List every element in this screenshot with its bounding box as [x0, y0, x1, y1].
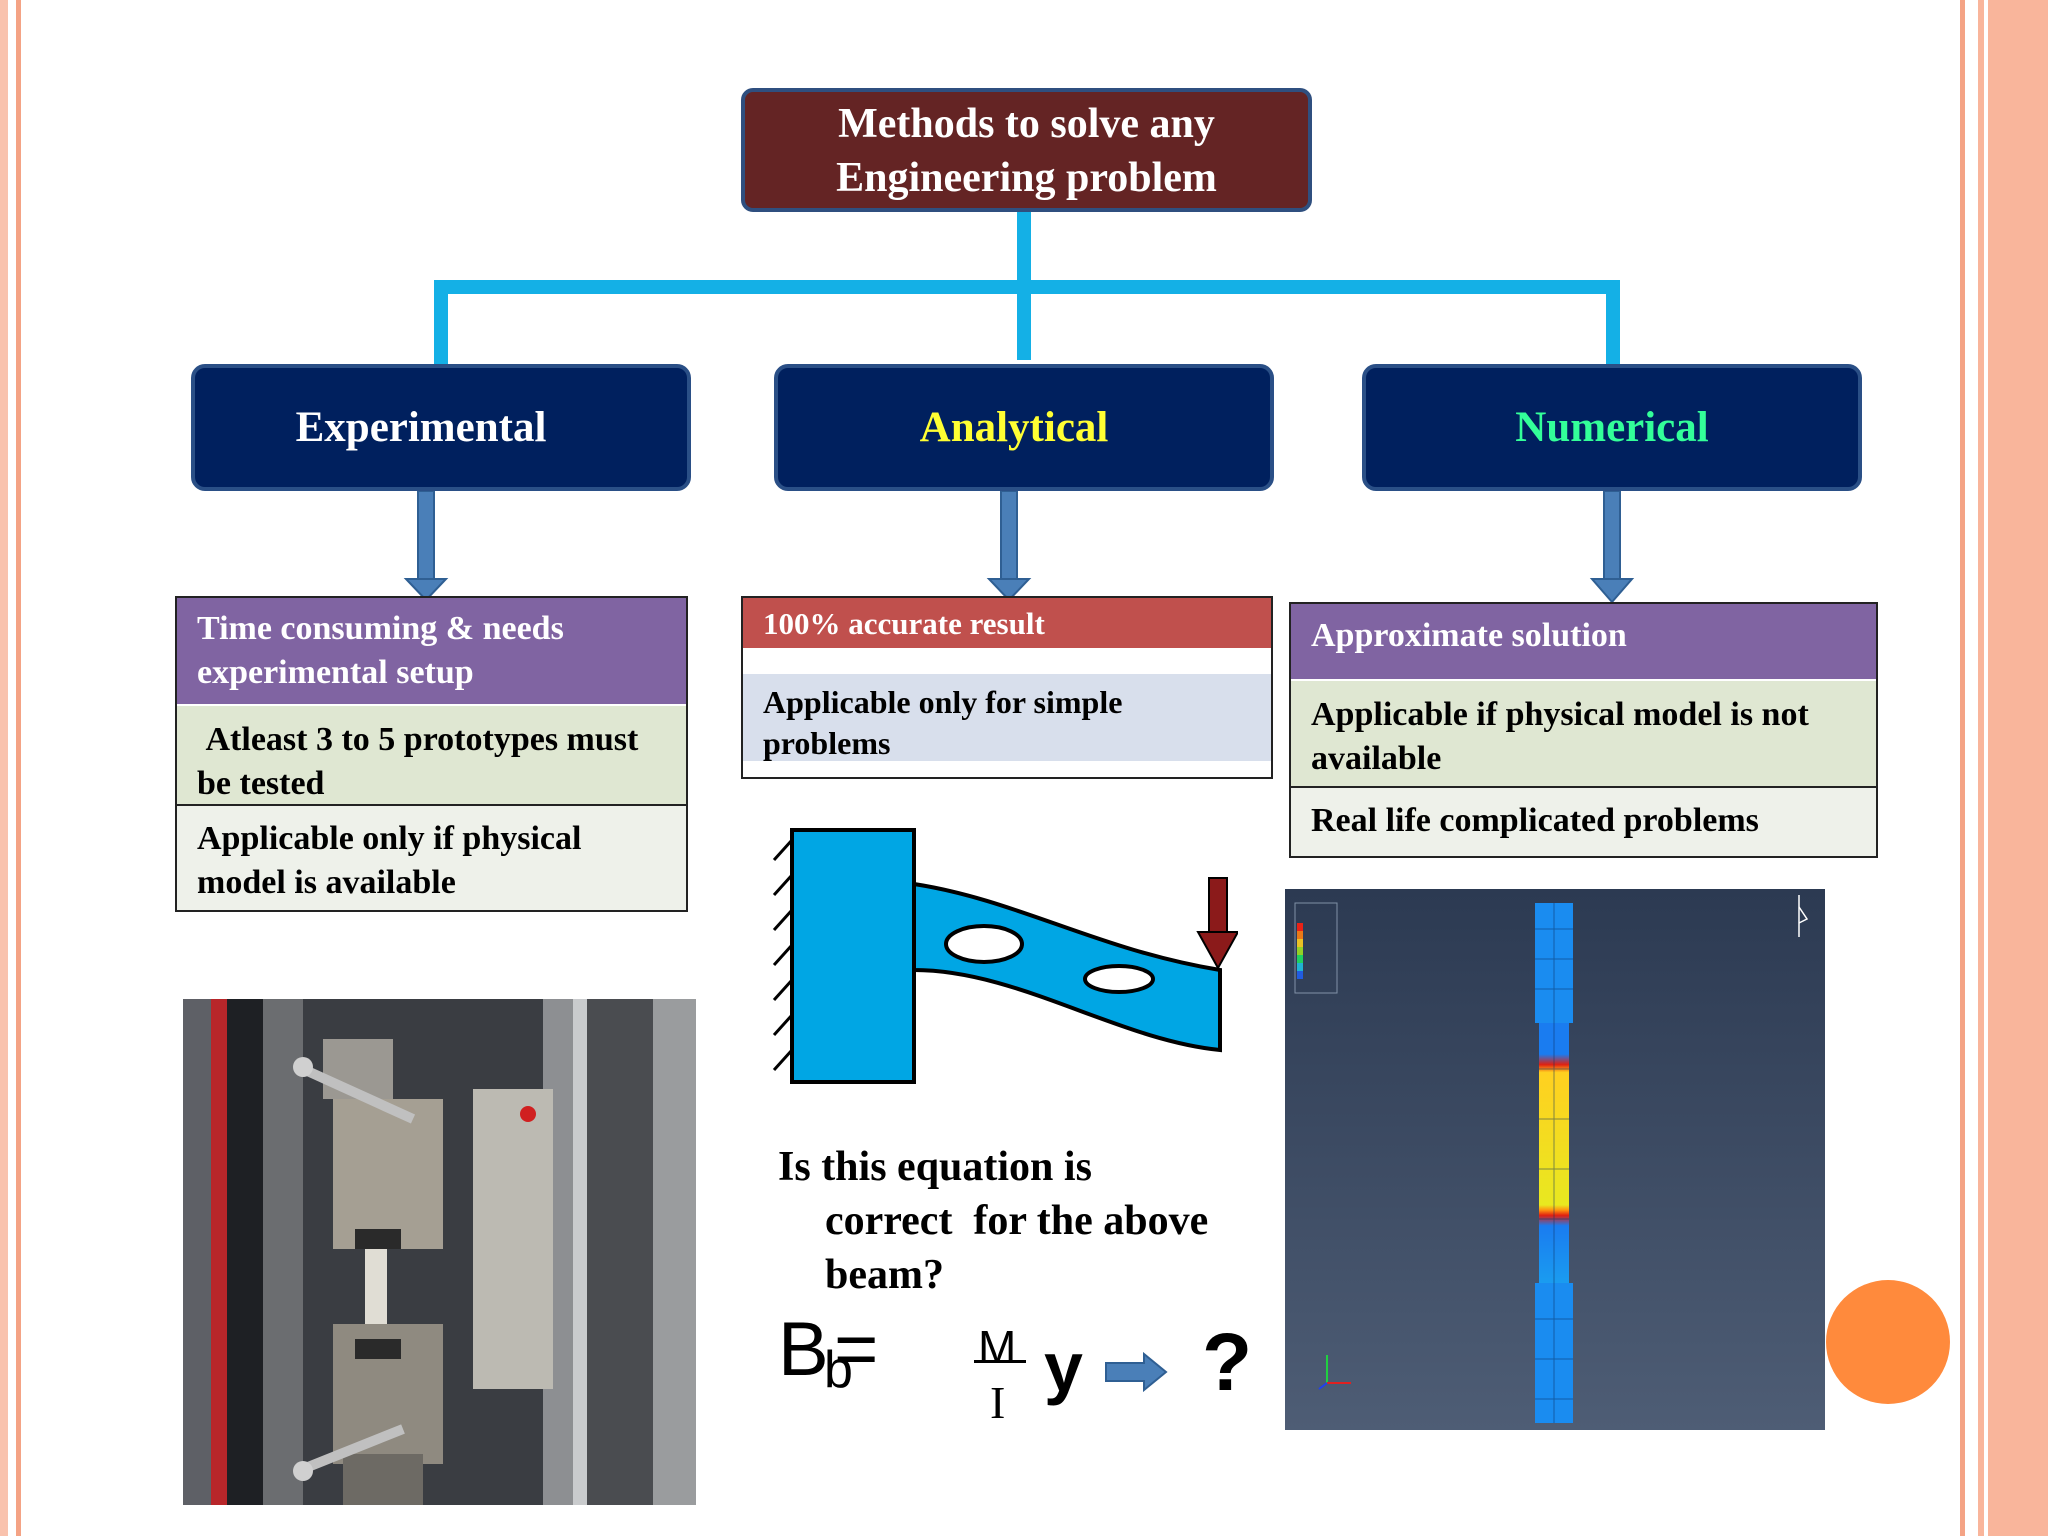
category-experimental: Experimental — [191, 364, 691, 491]
equation-variable: y — [1044, 1328, 1083, 1406]
analytical-cell-2: Applicable only for simple problems — [743, 674, 1271, 761]
category-numerical: Numerical — [1362, 364, 1862, 491]
right-border-line — [1960, 0, 1965, 1536]
equation-fraction-bar — [974, 1360, 1026, 1363]
numerical-cell-2: Applicable if physical model is not avai… — [1291, 679, 1876, 786]
down-arrows — [403, 490, 1635, 604]
right-border-inner — [1984, 0, 1988, 1536]
category-experimental-label: Experimental — [295, 404, 547, 451]
left-border-stripe — [0, 0, 8, 1536]
axis-triad-icon — [1318, 1355, 1351, 1390]
experimental-table: Time consuming & needs experimental setu… — [175, 596, 688, 912]
experimental-cell-3: Applicable only if physical model is ava… — [177, 804, 686, 910]
equation-denominator: I — [990, 1377, 1006, 1428]
right-border-band — [1978, 0, 2048, 1536]
right-arrow-icon — [1105, 1352, 1168, 1392]
equation-result: ? — [1202, 1317, 1253, 1408]
equation-numerator: M — [978, 1321, 1017, 1373]
fea-simulation-image — [1285, 889, 1825, 1430]
equation-lhs-subscript: b — [824, 1341, 853, 1399]
view-triad-icon — [1798, 895, 1809, 937]
question-line2: correct for the above — [825, 1198, 1209, 1244]
tensile-test-machine-photo — [183, 999, 696, 1505]
numerical-cell-3: Real life complicated problems — [1291, 786, 1876, 856]
analytical-cell-1: 100% accurate result — [743, 598, 1271, 648]
fea-legend — [1294, 902, 1338, 994]
cantilever-beam-diagram — [772, 828, 1238, 1084]
category-numerical-label: Numerical — [1515, 404, 1709, 451]
main-title-line1: Methods to solve any — [838, 101, 1215, 147]
load-arrow-icon — [1196, 877, 1238, 971]
analytical-table: 100% accurate result Applicable only for… — [741, 596, 1273, 779]
question-line3: beam? — [825, 1252, 944, 1298]
decorative-orange-circle — [1826, 1280, 1950, 1404]
left-border-line — [16, 0, 21, 1536]
experimental-cell-1: Time consuming & needs experimental setu… — [177, 598, 686, 704]
numerical-table: Approximate solution Applicable if physi… — [1289, 602, 1878, 858]
numerical-cell-1: Approximate solution — [1291, 604, 1876, 679]
equation-lhs: B — [778, 1307, 829, 1392]
experimental-cell-2: Atleast 3 to 5 prototypes must be tested — [177, 704, 686, 804]
equation-equals: = — [834, 1307, 879, 1392]
category-analytical: Analytical — [774, 364, 1274, 491]
question-line1: Is this equation is — [778, 1144, 1092, 1190]
main-title-box: Methods to solve any Engineering problem — [741, 88, 1312, 212]
main-title-line2: Engineering problem — [836, 155, 1217, 201]
question-text: Is this equation is correct for the abov… — [778, 1140, 1258, 1302]
category-analytical-label: Analytical — [919, 404, 1109, 451]
